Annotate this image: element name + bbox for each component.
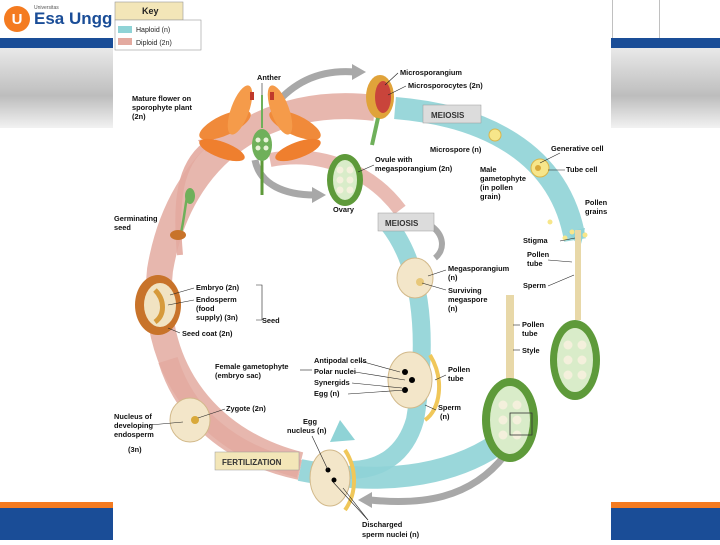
meiosis-label-top: MEIOSIS <box>431 111 465 120</box>
flower-illustration <box>199 85 321 195</box>
label-pollen-tube-1b: tube <box>527 259 543 268</box>
label-pollen-tube-3a: Pollen <box>448 365 471 374</box>
haploid-arc-female <box>349 214 431 479</box>
label-nucleus-endosperm-1: Nucleus of <box>114 412 152 421</box>
label-embryo: Embryo (2n) <box>196 283 240 292</box>
key-label-haploid: Haploid (n) <box>136 27 170 34</box>
label-zygote: Zygote (2n) <box>226 404 266 413</box>
label-male-gametophyte-4: grain) <box>480 192 501 201</box>
arrow-flower-to-ovary <box>251 159 316 199</box>
label-egg: Egg (n) <box>314 389 340 398</box>
label-germinating-seed-1: Germinating <box>114 214 158 223</box>
fertilization-box <box>214 451 300 471</box>
label-nucleus-endosperm-3: endosperm <box>114 430 154 439</box>
arrow-head-5 <box>330 420 355 442</box>
label-generative-cell: Generative cell <box>551 144 604 153</box>
label-megasporangium-1: Megasporangium <box>448 264 510 273</box>
meiosis-box-top <box>422 104 482 124</box>
logo-icon: U <box>4 6 30 32</box>
meiosis-label-mid: MEIOSIS <box>385 219 419 228</box>
logo-subtitle: Universitas <box>34 5 59 11</box>
logo-text: Esa Unggul <box>34 9 128 28</box>
label-sperm-2a: Sperm <box>438 403 461 412</box>
pistil-right-illustration <box>547 219 600 400</box>
angiosperm-life-cycle-diagram: Key Haploid (n) Diploid (2n) <box>113 0 611 540</box>
flower-petal <box>227 85 253 135</box>
flower-petal <box>199 138 245 162</box>
label-pollen-tube-2a: Pollen <box>522 320 545 329</box>
label-megasporangium-2: (n) <box>448 273 458 282</box>
meiosis-box-mid <box>377 212 435 232</box>
label-germinating-seed-2: seed <box>114 223 131 232</box>
label-discharged-2: sperm nuclei (n) <box>362 530 420 539</box>
megasporangium-illustration <box>396 257 434 299</box>
leader-lines <box>149 72 576 521</box>
microspore-cell <box>488 128 502 142</box>
label-pollen-tube-1a: Pollen <box>527 250 550 259</box>
label-pollen-grains-1: Pollen <box>585 198 608 207</box>
label-endosperm-1: Endosperm <box>196 295 237 304</box>
label-antipodal: Antipodal cells <box>314 356 367 365</box>
label-style: Style <box>522 346 540 355</box>
label-surviving-2: megaspore <box>448 295 487 304</box>
label-seed: Seed <box>262 316 280 325</box>
university-logo: U Universitas Esa Unggul <box>4 5 128 32</box>
label-ovule-2: megasporangium (2n) <box>375 164 453 173</box>
label-surviving-3: (n) <box>448 304 458 313</box>
label-endosperm-2: (food <box>196 304 215 313</box>
ovary-illustration <box>327 154 363 206</box>
label-egg-nucleus-1: Egg <box>303 417 317 426</box>
fertilization-illustration <box>309 448 356 512</box>
seed-illustration <box>135 275 181 335</box>
label-synergids: Synergids <box>314 378 350 387</box>
flower-ovary <box>252 129 272 161</box>
label-stigma: Stigma <box>523 236 549 245</box>
label-surviving-1: Surviving <box>448 286 482 295</box>
life-cycle-svg: Key Haploid (n) Diploid (2n) <box>114 1 608 539</box>
label-ovule-1: Ovule with <box>375 155 413 164</box>
key-label-diploid: Diploid (2n) <box>136 40 172 47</box>
key-title: Key <box>142 6 159 16</box>
label-sperm-1: Sperm <box>523 281 546 290</box>
label-mature-flower-1: Mature flower on <box>132 94 192 103</box>
label-anther: Anther <box>257 73 281 82</box>
arrow-head-3 <box>358 492 372 508</box>
label-mature-flower-2: sporophyte plant <box>132 103 192 112</box>
embryo-sac-illustration <box>387 351 442 422</box>
key-swatch-haploid <box>118 26 132 33</box>
label-male-gametophyte-1: Male <box>480 165 496 174</box>
label-male-gametophyte-3: (in pollen <box>480 183 513 192</box>
header-box <box>612 0 660 38</box>
label-egg-nucleus-2: nucleus (n) <box>287 426 327 435</box>
label-pollen-tube-3b: tube <box>448 374 464 383</box>
label-seed-coat: Seed coat (2n) <box>182 329 233 338</box>
arrow-head-1 <box>352 64 366 80</box>
label-ovary: Ovary <box>333 205 355 214</box>
label-discharged-1: Discharged <box>362 520 403 529</box>
label-female-gametophyte-2: (embryo sac) <box>215 371 262 380</box>
label-endosperm-3: supply) (3n) <box>196 313 238 322</box>
label-tube-cell: Tube cell <box>566 165 598 174</box>
label-sperm-2b: (n) <box>440 412 450 421</box>
germinating-seed-illustration <box>170 188 195 240</box>
label-microsporocytes: Microsporocytes (2n) <box>408 81 483 90</box>
label-nucleus-endosperm-2: developing <box>114 421 153 430</box>
label-male-gametophyte-2: gametophyte <box>480 174 526 183</box>
label-pollen-grains-2: grains <box>585 207 607 216</box>
label-microspore: Microspore (n) <box>430 145 482 154</box>
microsporangium-illustration <box>366 75 394 146</box>
fertilization-label: FERTILIZATION <box>222 458 282 467</box>
label-female-gametophyte-1: Female gametophyte <box>215 362 289 371</box>
zygote-illustration <box>169 397 211 443</box>
label-mature-flower-3: (2n) <box>132 112 146 121</box>
key-swatch-diploid <box>118 38 132 45</box>
label-nucleus-endosperm-4: (3n) <box>128 445 142 454</box>
label-microsporangium: Microsporangium <box>400 68 462 77</box>
label-pollen-tube-2b: tube <box>522 329 538 338</box>
arrow-to-discharged <box>369 452 508 505</box>
flower-petal <box>275 138 321 162</box>
label-polar-nuclei: Polar nuclei <box>314 367 356 376</box>
pistil-lower-illustration <box>482 295 538 462</box>
arrow-head-2 <box>312 187 326 203</box>
